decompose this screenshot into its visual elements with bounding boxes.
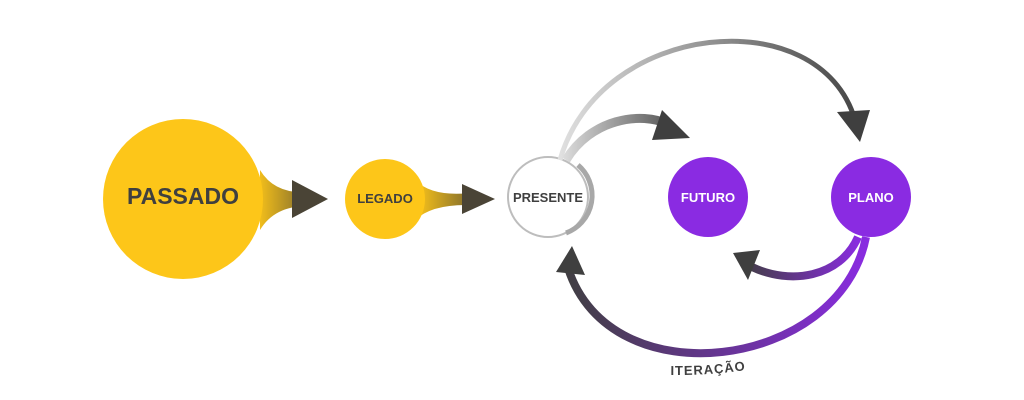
iteracao-label: ITERAÇÃO <box>670 358 745 378</box>
passado-connector <box>260 170 310 230</box>
node-plano <box>831 157 911 237</box>
iteracao-label-text: ITERAÇÃO <box>670 358 746 378</box>
node-presente <box>507 156 595 238</box>
node-futuro <box>668 157 748 237</box>
legado-label: LEGADO <box>357 191 413 206</box>
presente-circle <box>507 156 589 238</box>
arrow-plano-futuro-line <box>750 235 862 281</box>
passado-circle <box>103 119 263 279</box>
node-passado <box>103 119 310 279</box>
presente-label: PRESENTE <box>513 190 583 205</box>
futuro-label: FUTURO <box>681 190 735 205</box>
legado-circle <box>345 159 425 239</box>
passado-label: PASSADO <box>127 183 239 209</box>
arrow-presente-futuro-head <box>652 110 690 140</box>
plano-label: PLANO <box>848 190 894 205</box>
arrow-passado-legado <box>292 180 328 218</box>
presente-shadow <box>565 163 595 236</box>
legado-connector <box>415 180 470 220</box>
arrow-iteracao-line <box>564 236 870 358</box>
arrow-iteracao-head <box>556 246 585 275</box>
arrow-plano-futuro-head <box>733 250 760 280</box>
arrow-legado-presente <box>462 184 495 214</box>
node-legado <box>345 159 470 239</box>
arrow-presente-plano-line <box>557 38 858 161</box>
arrow-presente-plano-head <box>837 110 870 142</box>
